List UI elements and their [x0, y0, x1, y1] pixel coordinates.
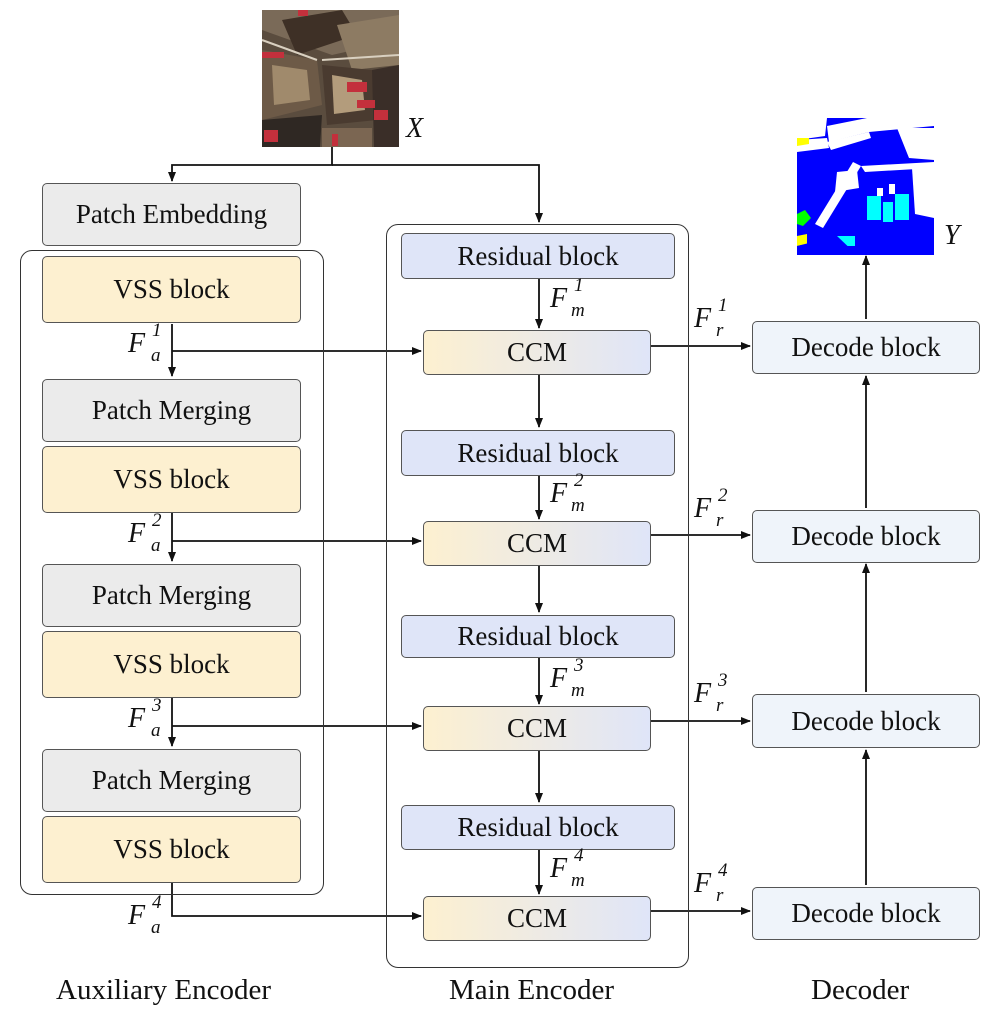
- auxiliary-encoder-frame: [20, 250, 324, 895]
- decode-block: Decode block: [752, 694, 980, 748]
- input-aerial-image: [261, 10, 400, 147]
- feature-label-fm3: F 3 m: [550, 655, 585, 701]
- feature-label-fr1: F 1 r: [694, 295, 728, 341]
- feature-label-fr3: F 3 r: [694, 670, 728, 716]
- input-branch-line: [168, 147, 333, 182]
- ccm-block: CCM: [423, 706, 651, 751]
- ccm-block: CCM: [423, 521, 651, 566]
- feature-label-fa2: F 2 a: [128, 510, 162, 556]
- feature-label-fm1: F 1 m: [550, 275, 585, 321]
- feature-label-fa4: F 4 a: [128, 892, 162, 938]
- decoder-caption: Decoder: [811, 974, 910, 1006]
- vss-block: VSS block: [42, 816, 301, 883]
- output-label: Y: [944, 220, 960, 251]
- residual-block: Residual block: [401, 805, 675, 850]
- main-encoder-frame: [386, 224, 689, 968]
- decode-block: Decode block: [752, 321, 980, 374]
- feature-label-fr4: F 4 r: [694, 860, 728, 906]
- patch-embedding-block: Patch Embedding: [42, 183, 301, 246]
- residual-block: Residual block: [401, 615, 675, 658]
- feature-label-fa3: F 3 a: [128, 695, 162, 741]
- patch-merging-block: Patch Merging: [42, 564, 301, 627]
- ccm-block: CCM: [423, 330, 651, 375]
- feature-label-fm2: F 2 m: [550, 470, 585, 516]
- decode-block: Decode block: [752, 510, 980, 563]
- vss-block: VSS block: [42, 256, 301, 323]
- feature-label-fr2: F 2 r: [694, 485, 728, 531]
- residual-block: Residual block: [401, 430, 675, 476]
- ccm-block: CCM: [423, 896, 651, 941]
- patch-merging-block: Patch Merging: [42, 379, 301, 442]
- vss-block: VSS block: [42, 631, 301, 698]
- output-segmentation-map: [797, 118, 934, 255]
- feature-label-fa1: F 1 a: [128, 320, 162, 366]
- input-branch-line: [332, 164, 543, 223]
- patch-merging-block: Patch Merging: [42, 749, 301, 812]
- residual-block: Residual block: [401, 233, 675, 279]
- decode-block: Decode block: [752, 887, 980, 940]
- main-encoder-caption: Main Encoder: [449, 974, 615, 1006]
- vss-block: VSS block: [42, 446, 301, 513]
- auxiliary-encoder-caption: Auxiliary Encoder: [56, 974, 272, 1006]
- input-label: X: [406, 113, 424, 144]
- feature-label-fm4: F 4 m: [550, 845, 585, 891]
